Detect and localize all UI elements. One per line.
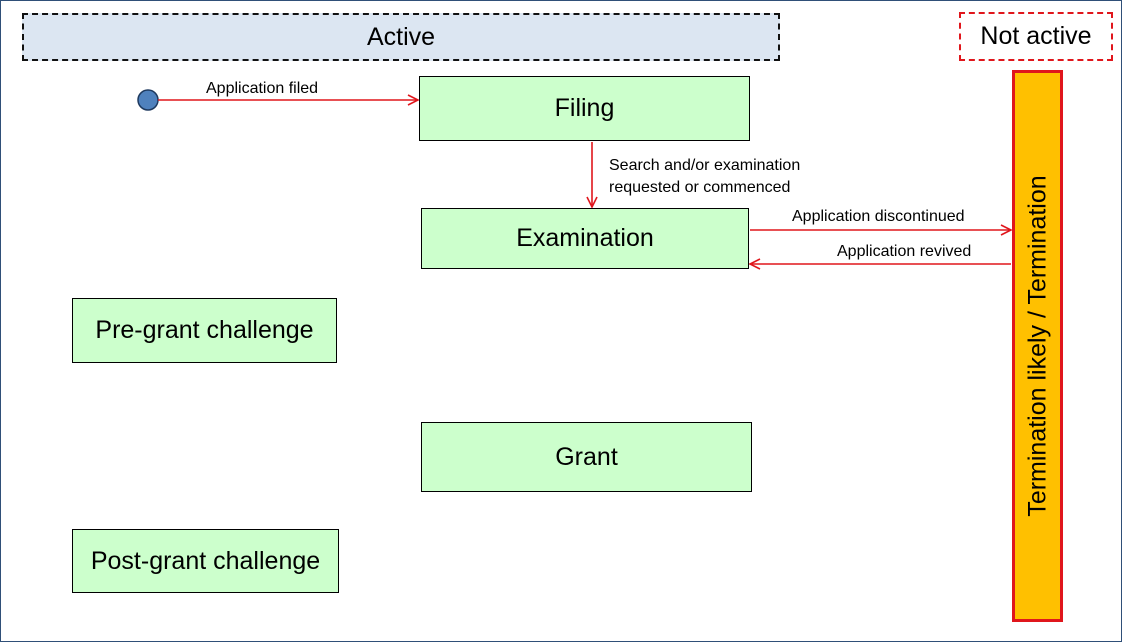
state-examination-label: Examination (516, 224, 654, 253)
state-post-grant-challenge: Post-grant challenge (72, 529, 339, 593)
transition-label-search-line1: Search and/or examination (609, 155, 800, 177)
transition-label-application-revived: Application revived (837, 241, 971, 263)
state-grant-label: Grant (555, 443, 618, 472)
state-post-grant-challenge-label: Post-grant challenge (91, 547, 320, 576)
start-node (138, 90, 158, 110)
transition-label-search-line2: requested or commenced (609, 177, 800, 199)
state-pre-grant-challenge-label: Pre-grant challenge (95, 316, 313, 345)
termination-label: Termination likely / Termination (1023, 175, 1052, 516)
transition-label-application-discontinued: Application discontinued (792, 206, 965, 228)
state-grant: Grant (421, 422, 752, 492)
state-filing-label: Filing (555, 94, 615, 123)
termination-bar: Termination likely / Termination (1012, 70, 1063, 622)
state-filing: Filing (419, 76, 750, 141)
state-pre-grant-challenge: Pre-grant challenge (72, 298, 337, 363)
transition-label-search-examination: Search and/or examination requested or c… (609, 155, 800, 199)
transition-label-application-filed: Application filed (206, 78, 318, 100)
state-examination: Examination (421, 208, 749, 269)
